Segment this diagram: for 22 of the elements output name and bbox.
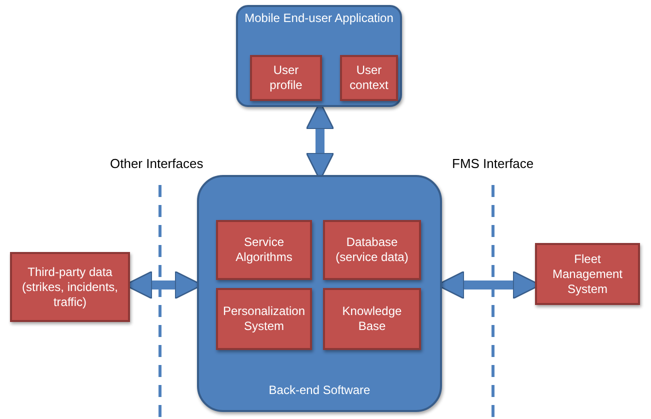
node-label: Knowledge Base — [341, 304, 403, 334]
node-label: Back-end Software — [268, 383, 370, 398]
node-label: User context — [348, 63, 390, 93]
component-box — [250, 55, 322, 101]
component-box — [10, 252, 130, 322]
system-panel — [236, 5, 402, 107]
system-panel — [197, 175, 442, 412]
component-box — [216, 220, 312, 280]
component-box — [340, 55, 398, 101]
component-box — [216, 288, 312, 350]
node-label: Personalization System — [222, 304, 306, 334]
interface-label: FMS Interface — [452, 156, 534, 171]
node-label: User profile — [268, 63, 304, 93]
node-label: Fleet Management System — [551, 252, 624, 296]
component-box — [535, 243, 640, 305]
node-label: Database (service data) — [334, 235, 410, 265]
component-box — [323, 220, 421, 280]
node-label: Service Algorithms — [234, 235, 294, 265]
interface-label: Other Interfaces — [110, 156, 204, 171]
node-label: Mobile End-user Application — [244, 11, 394, 26]
node-label: Third-party data (strikes, incidents, traffic) — [20, 264, 120, 310]
component-box — [323, 288, 421, 350]
